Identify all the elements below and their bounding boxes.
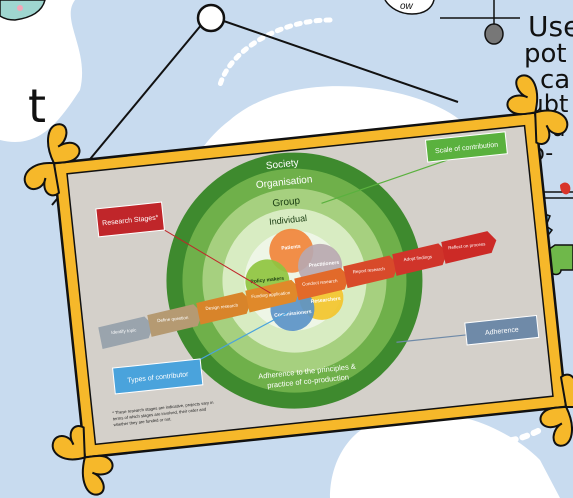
label-patients: Patients <box>281 244 301 252</box>
ring-label-group: Group <box>272 196 301 210</box>
svg-text:Identify topic: Identify topic <box>111 327 137 335</box>
sketch-pin-right <box>560 182 571 195</box>
svg-text:Adherence: Adherence <box>485 326 520 337</box>
frame-corner-ornament-br <box>539 373 573 447</box>
stage-arrows: Identify topic Define question Design re… <box>98 231 497 350</box>
frame-corner-ornament-tr <box>506 74 569 145</box>
label-commissioners: Commissioners <box>274 309 312 319</box>
stage-adopt-findings: Adopt findings <box>392 243 448 276</box>
hanging-string <box>51 3 459 206</box>
svg-text:Reflect on process: Reflect on process <box>448 241 486 250</box>
connector-scale <box>321 159 448 204</box>
svg-text:Design research: Design research <box>205 303 239 311</box>
frame-corner-ornament-bl <box>51 425 114 496</box>
svg-text:Funding application: Funding application <box>251 290 291 299</box>
stage-identify-topic: Identify topic <box>98 316 154 350</box>
svg-text:Adopt findings: Adopt findings <box>403 254 433 262</box>
svg-text:Use: Use <box>528 10 573 43</box>
dotted-path-bottom <box>472 427 543 445</box>
stage-conduct-research: Conduct research <box>294 267 350 301</box>
svg-text:t: t <box>28 79 46 133</box>
stage-design-research: Design research <box>196 292 252 325</box>
hanging-nail-icon <box>196 3 226 33</box>
stage-define-question: Define question <box>147 304 203 337</box>
box-research-stages: Research Stages* <box>95 201 165 238</box>
ring-label-society: Society <box>265 158 299 172</box>
svg-text:Conduct research: Conduct research <box>302 278 338 287</box>
label-researchers: Researchers <box>310 296 341 305</box>
box-scale-of-contribution: Scale of contribution <box>424 131 508 163</box>
sketch-bubble <box>0 0 46 21</box>
svg-text:Define question: Define question <box>157 315 189 323</box>
box-types-of-contributor: Types of contributor <box>112 358 204 395</box>
stage-reflect-on-process: Reflect on process <box>441 231 497 264</box>
sketch-word-bubble: ow <box>384 0 435 15</box>
pushpin-icon <box>440 0 520 45</box>
svg-text:ca: ca <box>540 65 570 95</box>
svg-text:Report research: Report research <box>352 266 385 274</box>
svg-text:pot: pot <box>524 39 567 69</box>
ring-label-individual: Individual <box>269 213 308 227</box>
label-practitioners: Practitioners <box>308 260 339 269</box>
connector-adherence <box>396 334 467 343</box>
stage-report-research: Report research <box>343 255 399 289</box>
box-adherence: Adherence <box>464 314 540 346</box>
stage-funding-application: Funding application <box>245 279 301 313</box>
top-word: ow <box>400 1 414 12</box>
dotted-path-top <box>217 17 333 88</box>
label-policy-makers: Policy makers <box>250 276 284 286</box>
connector-research-stages <box>152 222 271 294</box>
frame-corner-ornament-tl <box>23 123 81 197</box>
svg-text:whether they are funded or not: whether they are funded or not. <box>113 416 171 427</box>
white-swirl-lower <box>330 412 560 498</box>
